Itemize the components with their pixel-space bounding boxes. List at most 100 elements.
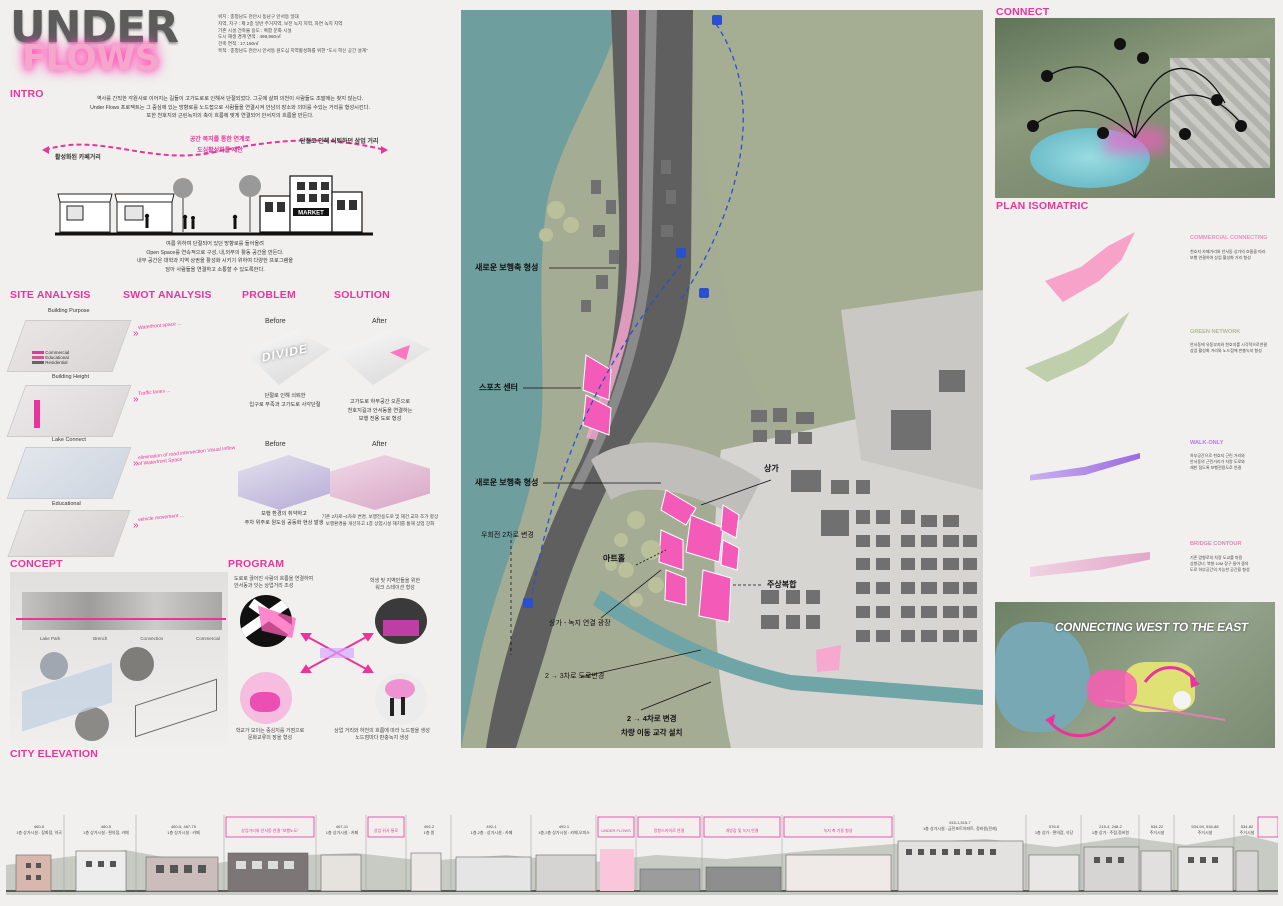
site-info-line: 도시 재생 경계 면적 : 498,960㎡ — [218, 34, 281, 40]
intro-center-line: 도심활성화를 제안 — [197, 148, 243, 154]
program-heading: PROGRAM — [228, 558, 285, 570]
elevation-desc: 상업거리와 안서동 연결 "보행노도" — [241, 828, 299, 833]
problem-caption: 단절로 인해 쇠퇴한 입구로 부족과 고가도로 사각단절 — [240, 392, 330, 409]
elevation-label: 망향스카이로 연결 — [638, 828, 700, 834]
problem-render-2 — [238, 455, 330, 510]
concept-circle-1 — [120, 647, 154, 681]
iso-desc-line: 재한 접도록 보행전용도로 연결 — [1190, 465, 1242, 470]
concept-label: Connection — [140, 636, 164, 641]
solution2-caption: 기존 2차로~4차로 변경, 보행전용도로 및 재건 교차 조가 향상 보행환경… — [320, 514, 440, 528]
iso-green-shape — [1025, 312, 1130, 382]
swot-item: elimination of road intersection Visual … — [138, 445, 236, 468]
plan-label-road-4lane: 2 → 4차로 변경 차량 이동 교각 설치 — [621, 712, 682, 740]
swot-heading: SWOT ANALYSIS — [123, 289, 212, 301]
program-line: 문화교류의 장을 형성 — [247, 734, 293, 741]
iso-desc-line: 기존 망향로의 차량 도교를 따용 — [1190, 555, 1243, 560]
plan-label-art-hall: 아트홀 — [603, 554, 626, 563]
program-center-arrows — [300, 633, 374, 673]
solution-caption-line: 보행 전용 도로 형성 — [358, 416, 402, 422]
elevation-id: 460-5, 467-75 — [171, 824, 196, 829]
elevation-id: 492-1 — [558, 824, 570, 829]
concept-label: Commercial — [195, 636, 220, 641]
elevation-desc: 1층 상가시설 : 카페 — [325, 830, 359, 835]
intro-bottom-line: 담아 사람들을 연결하고 소통할 수 있도록한다. — [165, 266, 265, 273]
concept-circle-3 — [40, 652, 68, 680]
connect-city-blocks — [1170, 58, 1270, 168]
iso-desc-line: 하부공간으로 천호지 근린 거리와 — [1190, 453, 1245, 458]
swot-item: vehicle movement ... — [138, 512, 184, 524]
plan-label-walkway-2: 새로운 보행축 형성 — [475, 478, 539, 487]
intro-line: Under Flows 프로젝트는 그 중심에 있는 망향로를 노드접으로 사람… — [90, 104, 370, 111]
swot-item: Traffic lanes ... — [138, 387, 171, 398]
intro-heading: INTRO — [10, 88, 44, 100]
elevation-id: 534-94, 534-88 — [1191, 824, 1219, 829]
program-line: 도로로 끊어진 사람의 흐름을 연결하여 — [234, 576, 314, 582]
swot-arrow-icon: » — [133, 458, 139, 469]
elevation-id: 492-1 — [486, 824, 497, 829]
elevation-desc: 1층 상가 : 주점,정비원 — [1091, 830, 1130, 835]
plan-label-road-3lane: 2 → 3차로 도로변경 — [545, 673, 605, 680]
concept-heading: CONCEPT — [10, 558, 63, 570]
solution-caption: 고가도로 하부공간 오픈으로 천호지길과 안서동을 연결하는 보행 전용 도로 … — [330, 398, 430, 424]
iso-title-bridge: BRIDGE CONTOUR — [1190, 541, 1242, 547]
iso-title-commercial: COMMERCIAL CONNECTING — [1190, 235, 1268, 241]
iso-desc-green: 안서동에 유동부지와 천호지를 시각적으로연결 상업 활성화 거리와 노드점에 … — [1190, 342, 1275, 354]
isometric-panel: COMMERCIAL CONNECTING 천호지 카페거리와 안서동 상가의 … — [995, 212, 1275, 602]
elevation-id: 467-11 — [335, 824, 349, 829]
program-line: 안서동과 잇는 상업거리 조성 — [234, 582, 294, 589]
plan-label-walkway-1: 새로운 보행축 형성 — [475, 263, 539, 272]
iso-desc-line: 안서동의 근린거리가 차량 도로와 — [1190, 459, 1245, 464]
iso-desc-line: 안서동에 유동부지와 천호지를 시각적으로연결 — [1190, 342, 1267, 347]
solution2-caption-line: 보행환경을 개선하고 1층 상업시설 재치를 통해 상업 강화 — [325, 520, 435, 526]
elevation-desc: 주거시설 — [1149, 830, 1165, 835]
site-analysis-panel: Building Purpose Commercial Educational … — [6, 305, 132, 557]
elevation-desc: 1층 상가시설 : 금전포트아파트, 정비원(전제) — [922, 826, 998, 831]
iso-desc-line: 보행 연결하여 상업 활성화 거리 형성 — [1190, 255, 1251, 260]
elevation-desc: 1층 상가시설 : 카페 — [167, 830, 200, 835]
problem-caption-line: 단절로 인해 쇠퇴한 — [264, 393, 306, 399]
program-circle-2 — [375, 598, 427, 644]
site-info-line: 지역, 지구 : 제 2종 일반 주거지역, 보전 녹지 지역, 자연 녹지 지… — [218, 20, 343, 26]
program-text-4: 상업 거리와 하천의 흐름에 따라 노드점을 생성 노드점마다 판충녹지 생성 — [322, 728, 442, 742]
intro-line: 또한 천호지와 근린녹지의 축이 흐름에 맞게 연결되어 안서지의 흐름을 만든… — [146, 113, 314, 119]
west-east-lake — [995, 622, 1090, 732]
elevation-desc: 1층 상가 : 편의점, 식당 — [1034, 830, 1074, 835]
plan-label-road-4lane-line: 2 → 4차로 변경 — [626, 714, 677, 723]
program-circle-4 — [375, 673, 427, 725]
solution-caption-line: 천호지길과 안서동을 연결하는 — [347, 407, 413, 414]
intro-right-label: 단절로 인해 쇠퇴하던 상업 거리 — [300, 139, 379, 145]
solution2-caption-line: 기존 2차로~4차로 변경, 보행전용도로 및 재건 교차 조가 향상 — [321, 514, 439, 519]
site-label-educational: Educational — [52, 501, 81, 507]
plan-label-right-turn: 우회전 2차로 변경 — [481, 532, 534, 539]
problem-before-label: Before — [265, 318, 286, 325]
intro-paragraph: 역사를 간직한 각원사로 이어지는 길들이 고가도로로 인해서 단절되었다. 그… — [40, 95, 420, 121]
elevation-desc: 1층 상가시설 : 편의점, 카페 — [83, 830, 129, 835]
site-analysis-heading: SITE ANALYSIS — [10, 289, 91, 301]
intro-left-label: 활성화된 카페거리 — [55, 155, 101, 161]
problem2-caption-line: 주차 위주로 원도심 공동화 현상 발생 — [244, 519, 324, 526]
intro-center-line: 공간 복지를 통한 연계로 — [189, 137, 251, 143]
iso-desc-line: 천호지 카페거리와 안서동 상가의 흐름을 따라 — [1190, 249, 1266, 254]
site-label-building-height: Building Height — [52, 374, 89, 380]
program-text-2: 학생 및 지역민들을 위한 워크 스테이션 형성 — [350, 578, 440, 592]
solution-render-1 — [335, 330, 430, 385]
problem2-caption: 보행 환경의 취약하고 주차 위주로 원도심 공동화 현상 발생 — [236, 510, 332, 527]
plan-isometric-heading: PLAN ISOMATRIC — [996, 200, 1089, 212]
connect-aerial — [995, 18, 1275, 198]
program-line: 학생 및 지역민들을 위한 — [369, 578, 421, 584]
concept-collage-strip — [22, 592, 222, 630]
plan-label-mixed-use: 주상복합 — [767, 580, 797, 589]
site-map-building-height — [6, 385, 132, 437]
solution2-after-label: After — [372, 441, 387, 448]
elevation-desc: 녹지 축 기동 형성 — [823, 828, 853, 833]
west-east-arrows — [1045, 666, 1226, 738]
elevation-desc: UNDER FLOWS — [601, 828, 631, 833]
program-line: 워크 스테이션 형성 — [375, 584, 415, 591]
